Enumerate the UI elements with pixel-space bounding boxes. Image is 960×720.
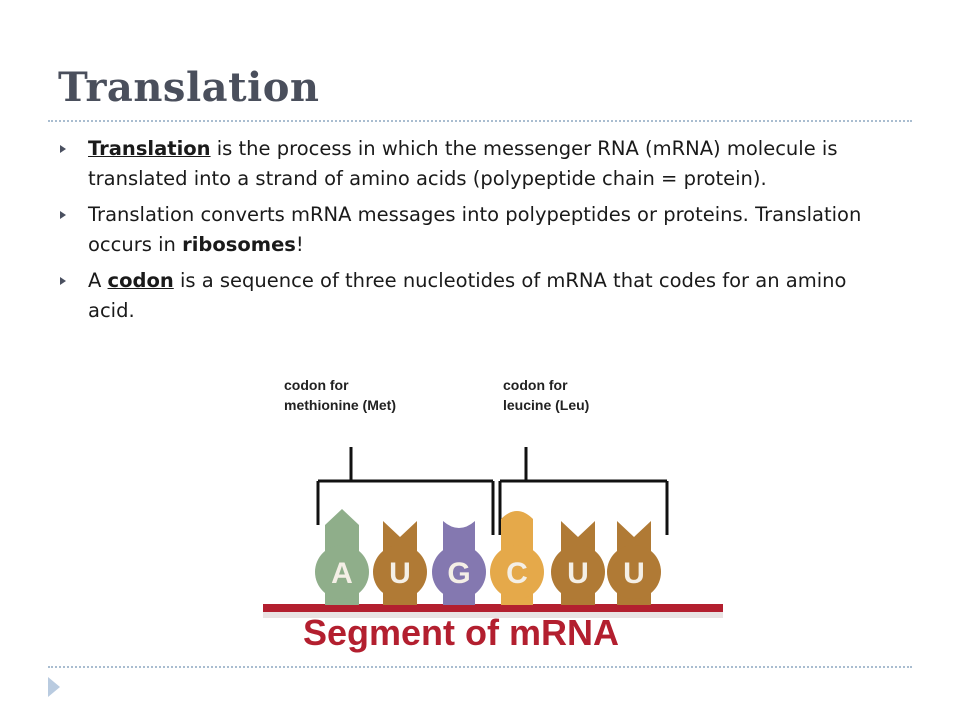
bullet-text: Translation converts mRNA messages into … (88, 203, 862, 256)
bullet-arrow-icon (60, 211, 66, 219)
bullet-list: Translation is the process in which the … (58, 134, 878, 332)
footer-divider (48, 666, 912, 668)
base-label: U (623, 557, 645, 590)
bullet-text-end: is a sequence of three nucleotides of mR… (88, 269, 847, 322)
codon-met-caption-line2: methionine (Met) (284, 397, 396, 413)
codon-brackets (316, 447, 669, 535)
base-c-bulb (490, 545, 544, 599)
base-a-bulb (315, 545, 369, 599)
bullet-item: A codon is a sequence of three nucleotid… (58, 266, 878, 326)
bullet-arrow-icon (60, 145, 66, 153)
bullet-arrow-icon (60, 277, 66, 285)
mrna-backbone-shadow (263, 612, 723, 618)
bullet-text: A (88, 269, 108, 292)
base-label: A (331, 557, 353, 590)
bullet-text-end: ! (295, 233, 304, 256)
codon-leu-caption-line1: codon for (503, 377, 568, 393)
mrna-segment-caption: Segment of mRNA (303, 612, 620, 653)
term-ribosomes: ribosomes (182, 233, 296, 256)
mrna-backbone (263, 604, 723, 612)
base-label: G (447, 557, 470, 590)
term-codon: codon (107, 269, 174, 292)
codon-leu-caption: codon for leucine (Leu) (503, 375, 589, 415)
base-g-bulb (432, 545, 486, 599)
base-u-3-bulb (607, 545, 661, 599)
codon-leu-caption-line2: leucine (Leu) (503, 397, 590, 413)
title-divider (48, 120, 912, 122)
codon-met-caption: codon for methionine (Met) (284, 375, 396, 415)
bullet-item: Translation is the process in which the … (58, 134, 878, 194)
base-u-bulb (373, 545, 427, 599)
base-label: U (567, 557, 589, 590)
slide-title: Translation (58, 64, 320, 111)
base-g (432, 521, 486, 605)
bullet-text: is the process in which the messenger RN… (88, 137, 838, 190)
base-u-2-bulb (551, 545, 605, 599)
base-label: C (506, 557, 528, 590)
codon-met-caption-line1: codon for (284, 377, 349, 393)
base-c (490, 511, 544, 605)
bullet-item: Translation converts mRNA messages into … (58, 200, 878, 260)
base-label: U (389, 557, 411, 590)
base-u (373, 521, 427, 605)
mrna-segment-diagram: A U G C U U (263, 447, 723, 618)
slide-corner-arrow-icon (48, 677, 60, 697)
base-u-3 (607, 521, 661, 605)
base-a (315, 509, 369, 605)
term-translation: Translation (88, 137, 211, 160)
base-u-2 (551, 521, 605, 605)
